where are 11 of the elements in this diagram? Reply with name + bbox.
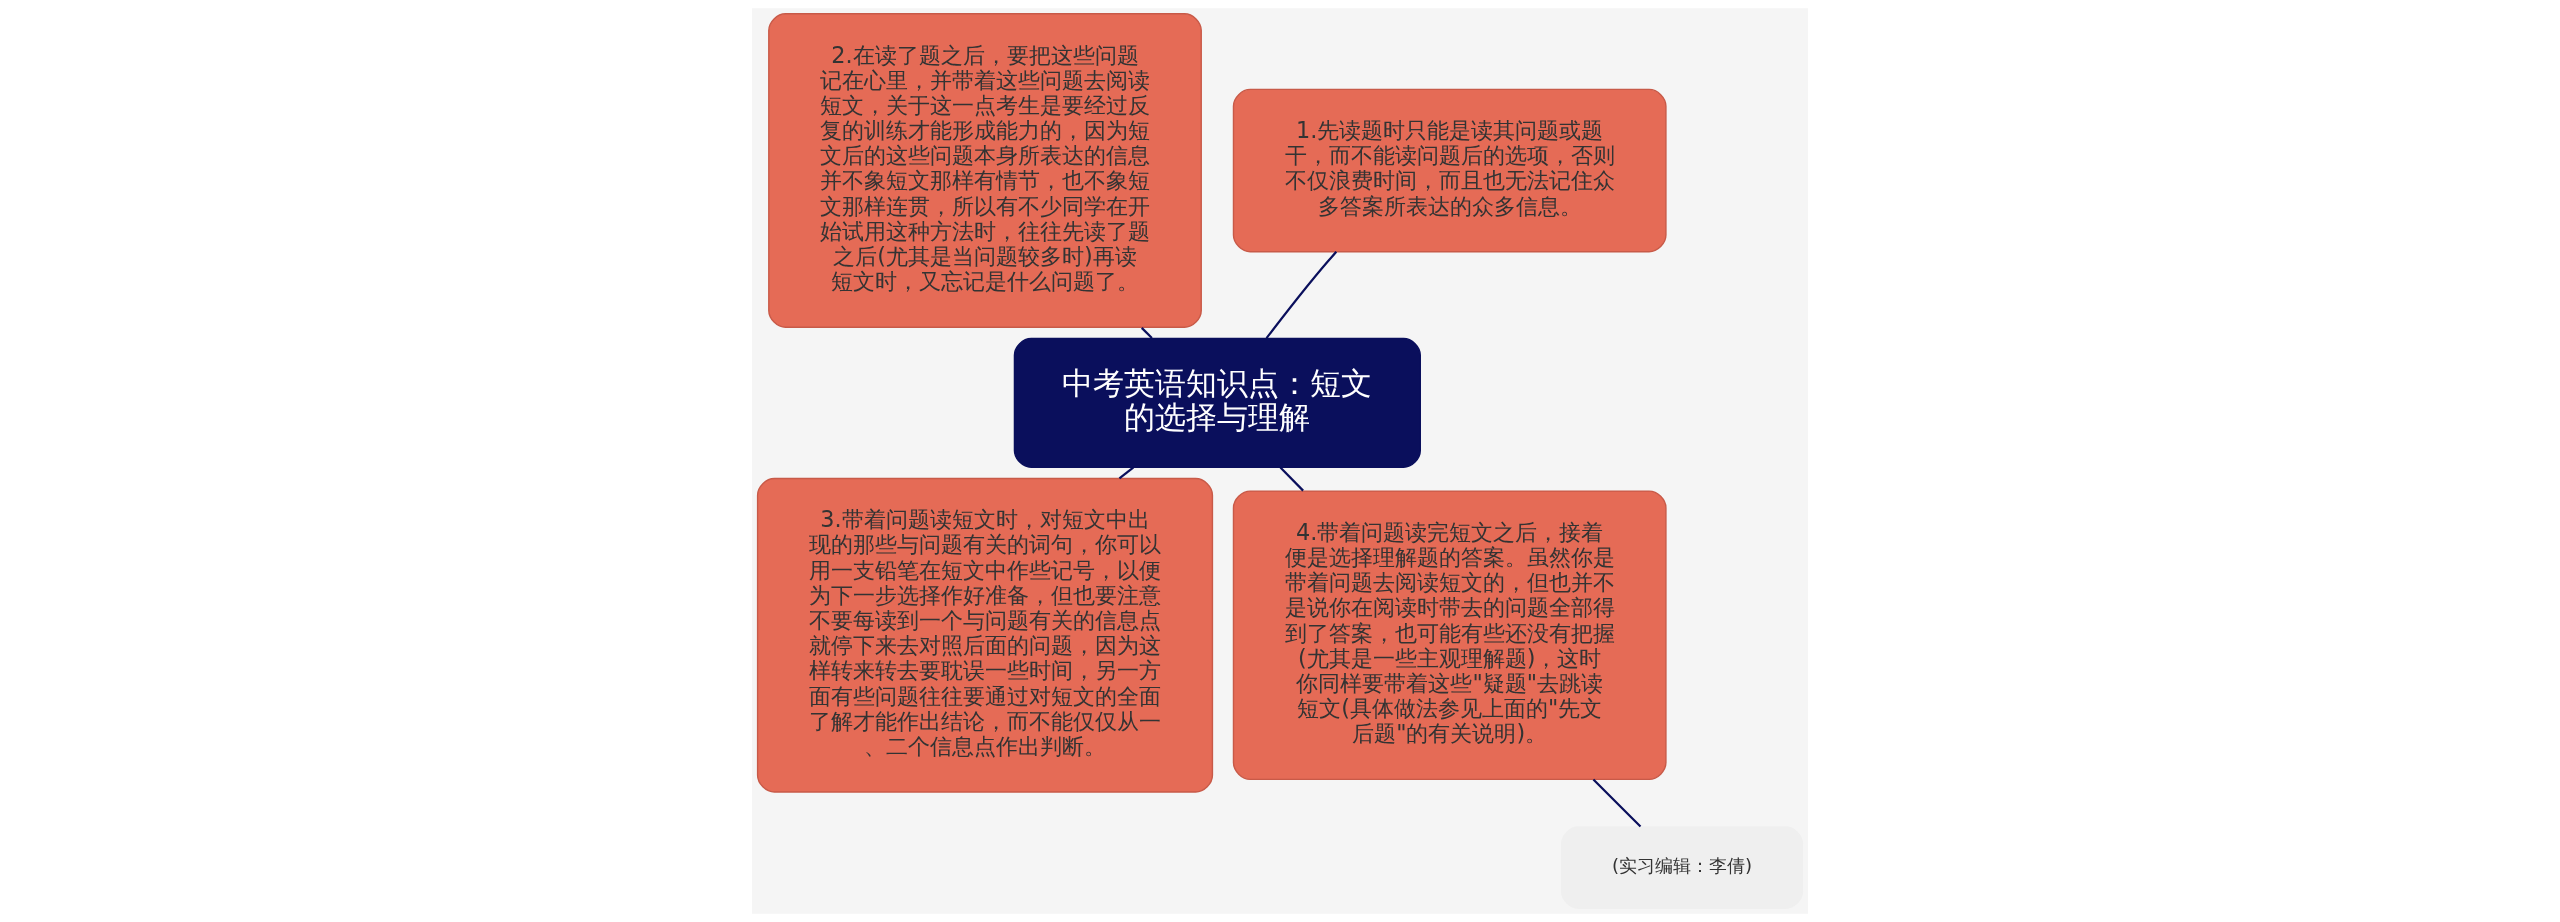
connector [1118,466,1135,480]
connector [1265,251,1338,339]
node-box: 1.先读题时只能是读其问题或题干，而不能读问题后的选项，否则不仅浪费时间，而且也无法记住众多答案所表达的众多信息。 [1232,88,1667,253]
node-box: (实习编辑：李倩) [1561,826,1804,909]
node-box: 4.带着问题读完短文之后，接着便是选择理解题的答案。虽然你是带着问题去阅读短文的，但也并不是说你在阅读时带去的问题全部得到了答案，也可能有些还没有把握(尤其是一些主观理解题)，这时你同样要带着这些"疑题"去跳读短文(具体做法参见上面的"先文后题"的有关说明)。 [1232,490,1667,781]
node-box: 2.在读了题之后，要把这些问题记在心里，并带着这些问题去阅读短文，关于这一点考生是要经过反复的训练才能形成能力的，因为短文后的这些问题本身所表达的信息并不象短文那样有情节，也不象短文那样连贯，所以有不少同学在开始试用这种方法时，往往先读了题之后(尤其是当问题较多时)再读短文时，又忘记是什么问题了。 [768,13,1202,328]
node-box: 中考英语知识点：短文的选择与理解 [1013,337,1421,468]
node-box: 3.带着问题读短文时，对短文中出现的那些与问题有关的词句，你可以用一支铅笔在短文中作些记号，以便为下一步选择作好准备，但也要注意不要每读到一个与问题有关的信息点就停下来去对照后面的问题，因为这样转来转去要耽误一些时间，另一方面有些问题往往要通过对短文的全面了解才能作出结论，而不能仅仅从一、二个信息点作出判断。 [756,477,1214,793]
connector [1279,466,1304,492]
connector [1140,327,1153,339]
connector [1592,778,1642,828]
